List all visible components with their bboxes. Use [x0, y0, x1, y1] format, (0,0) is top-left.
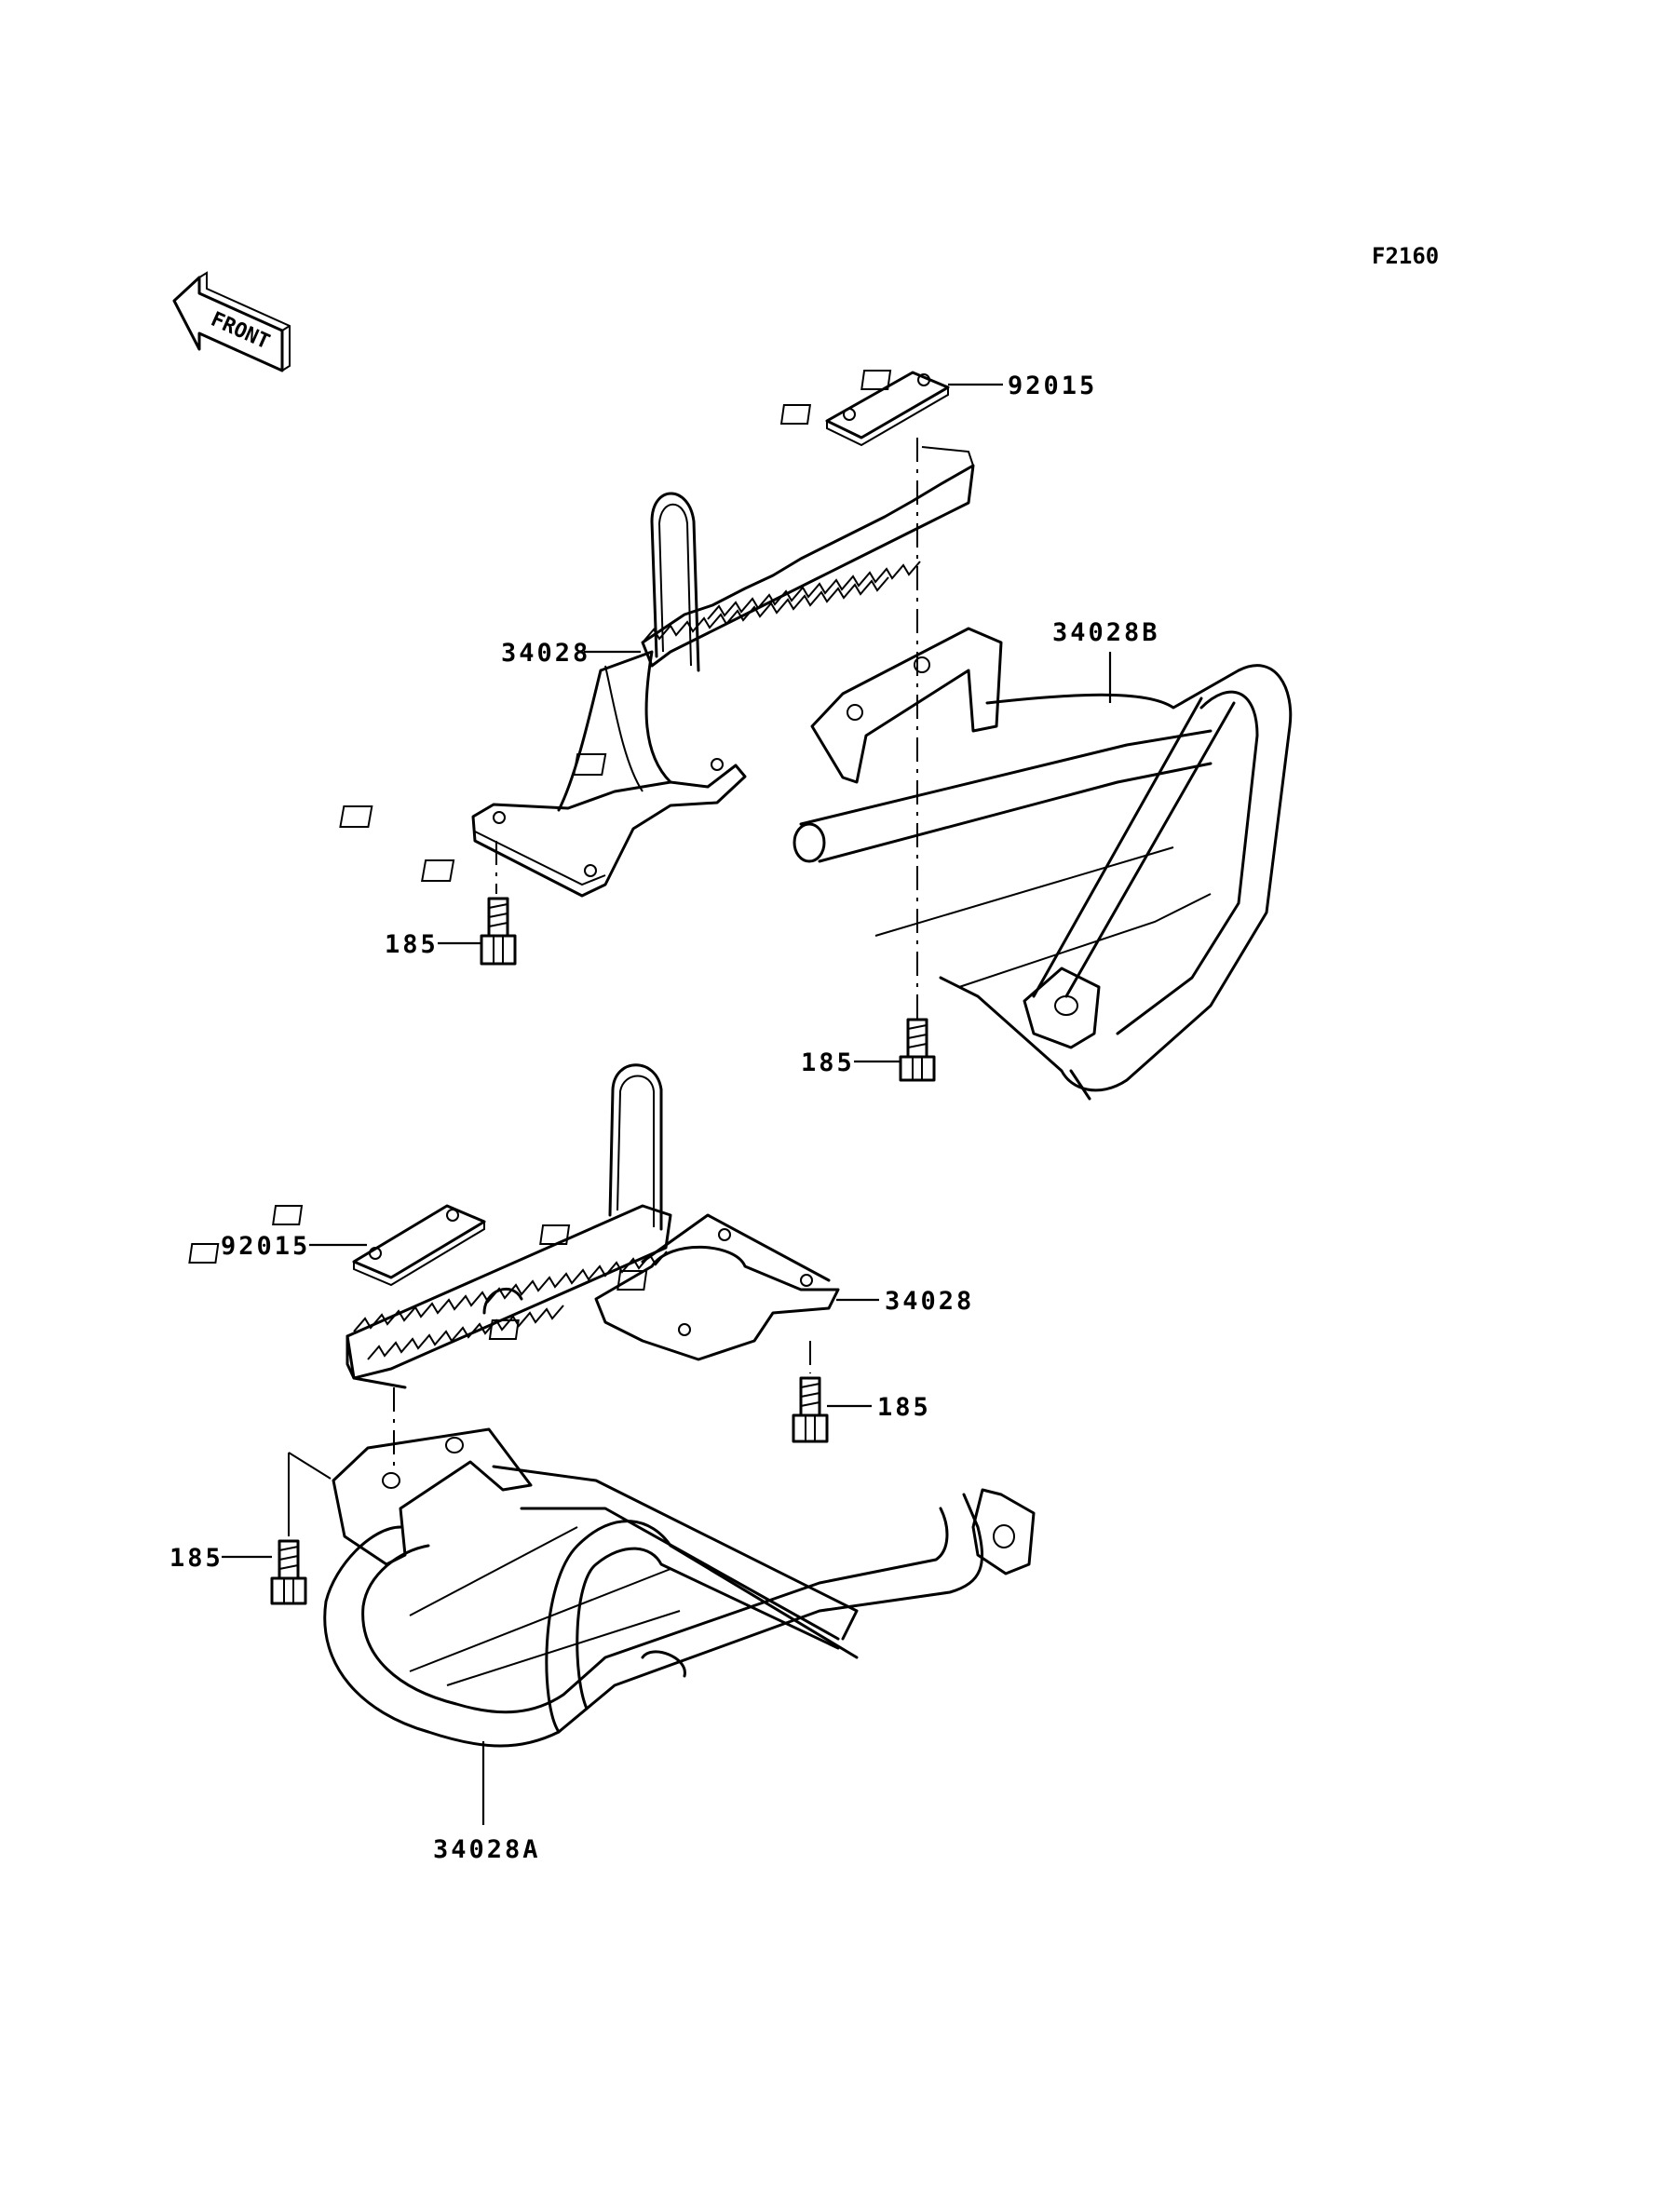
pad-92015-upper	[779, 370, 950, 447]
bolt-185-d	[270, 1539, 307, 1605]
pad-92015-lower	[188, 1204, 486, 1287]
callout-185-d: 185	[169, 1544, 224, 1573]
assembly-axis-lines-lower	[288, 1341, 811, 1536]
assembly-axis-lines-upper	[495, 438, 918, 1020]
callout-185-a: 185	[385, 930, 439, 959]
leader-lines	[222, 383, 1112, 1825]
callout-92015-upper: 92015	[1008, 372, 1097, 400]
footrest-34028-upper	[339, 446, 975, 898]
bolt-185-c	[792, 1376, 829, 1443]
callout-92015-lower: 92015	[221, 1232, 310, 1261]
bolt-185-b	[899, 1018, 936, 1082]
figure-code: F2160	[1372, 243, 1439, 269]
guard-34028A	[323, 1427, 1036, 1748]
callout-34028-upper: 34028	[501, 639, 590, 668]
bolt-185-a	[480, 897, 517, 966]
callout-34028B: 34028B	[1052, 618, 1160, 647]
front-arrow-icon: FRONT	[172, 271, 291, 372]
callout-185-b: 185	[801, 1048, 855, 1077]
callout-34028A: 34028A	[433, 1835, 541, 1864]
guard-34028B	[793, 627, 1293, 1101]
callout-185-c: 185	[877, 1393, 931, 1422]
footrest-34028-lower	[345, 1063, 840, 1389]
callout-34028-lower: 34028	[885, 1287, 974, 1316]
